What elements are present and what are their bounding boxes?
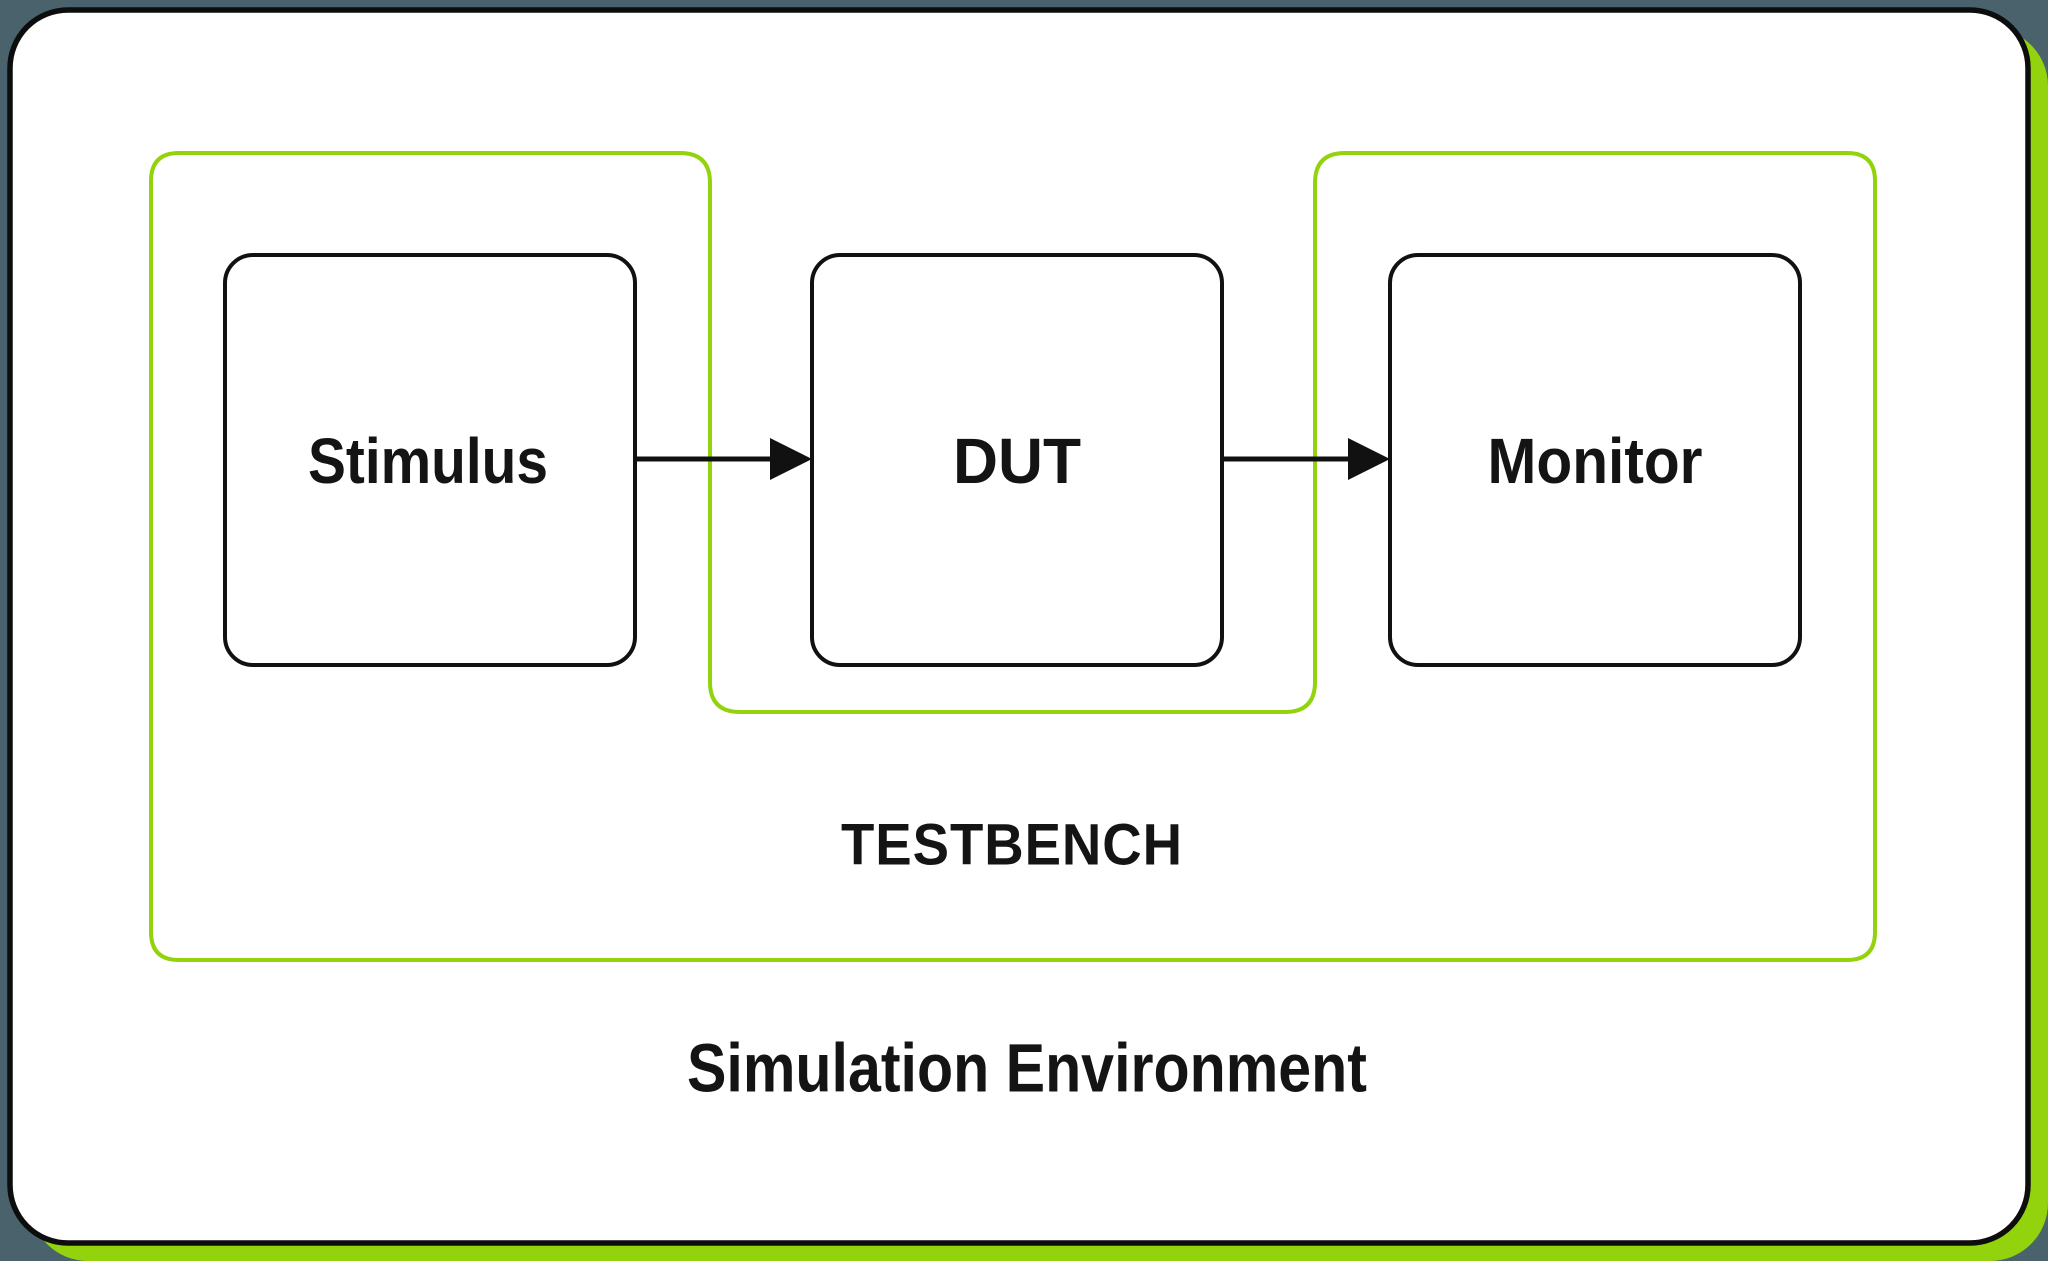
monitor-label: Monitor <box>1488 425 1703 497</box>
dut-label: DUT <box>953 425 1081 497</box>
testbench-label: TESTBENCH <box>841 813 1183 878</box>
monitor-box <box>1388 253 1802 667</box>
environment-label: Simulation Environment <box>687 1030 1367 1107</box>
arrow-head-icon <box>770 438 812 480</box>
arrow-dut-to-monitor <box>1222 438 1390 480</box>
arrow-stimulus-to-dut <box>635 438 812 480</box>
arrow-head-icon <box>1348 438 1390 480</box>
stimulus-label: Stimulus <box>308 425 548 497</box>
node-dut: DUT <box>810 253 1224 667</box>
node-stimulus: Stimulus <box>223 253 637 667</box>
node-monitor: Monitor <box>1388 253 1802 667</box>
